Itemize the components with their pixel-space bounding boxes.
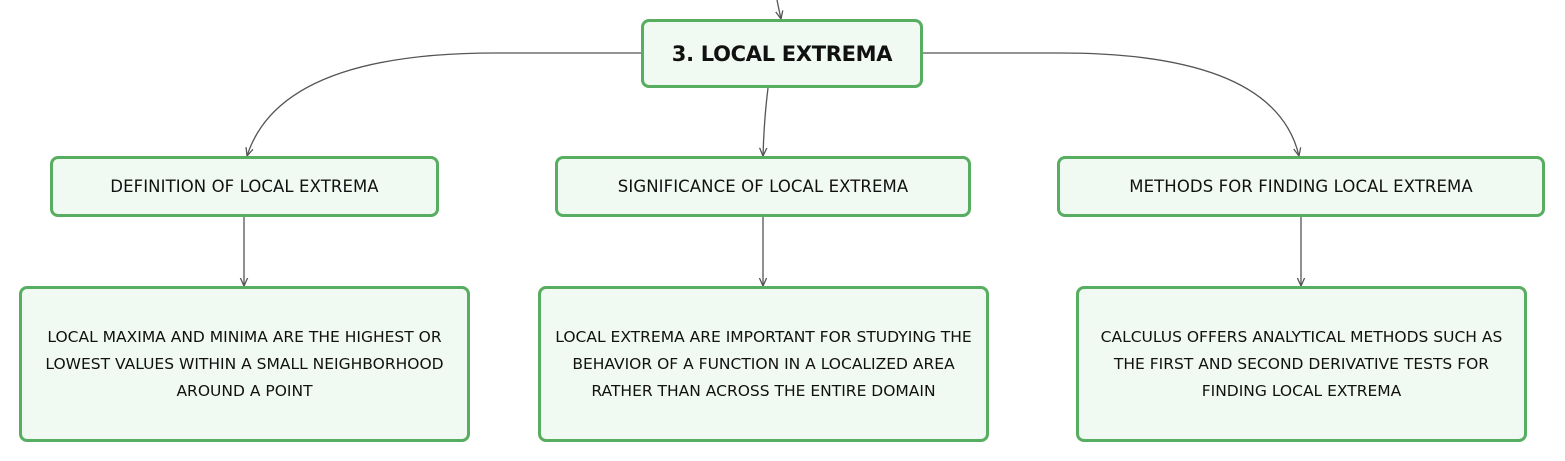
- leaf-node-text: CALCULUS OFFERS ANALYTICAL METHODS SUCH …: [1100, 327, 1503, 400]
- leaf-node-text: LOCAL MAXIMA AND MINIMA ARE THE HIGHEST …: [45, 327, 444, 400]
- leaf-node-significance-detail[interactable]: LOCAL EXTREMA ARE IMPORTANT FOR STUDYING…: [538, 286, 989, 442]
- leaf-node-definition-detail[interactable]: LOCAL MAXIMA AND MINIMA ARE THE HIGHEST …: [19, 286, 470, 442]
- leaf-node-methods-detail[interactable]: CALCULUS OFFERS ANALYTICAL METHODS SUCH …: [1076, 286, 1527, 442]
- connector-root-to-branch-2: [763, 87, 769, 156]
- branch-node-methods[interactable]: METHODS FOR FINDING LOCAL EXTREMA: [1057, 156, 1545, 217]
- connector-parent-to-root: [777, 0, 781, 19]
- root-node[interactable]: 3. LOCAL EXTREMA: [641, 19, 923, 88]
- branch-node-label: DEFINITION OF LOCAL EXTREMA: [110, 177, 379, 196]
- branch-node-label: SIGNIFICANCE OF LOCAL EXTREMA: [617, 177, 909, 196]
- connector-root-to-branch-1: [247, 52, 641, 156]
- branch-node-label: METHODS FOR FINDING LOCAL EXTREMA: [1129, 177, 1473, 196]
- branch-node-significance[interactable]: SIGNIFICANCE OF LOCAL EXTREMA: [555, 156, 971, 217]
- branch-node-definition[interactable]: DEFINITION OF LOCAL EXTREMA: [50, 156, 439, 217]
- connector-root-to-branch-3: [923, 52, 1299, 156]
- leaf-node-text: LOCAL EXTREMA ARE IMPORTANT FOR STUDYING…: [555, 327, 972, 400]
- root-node-label: 3. LOCAL EXTREMA: [671, 41, 893, 66]
